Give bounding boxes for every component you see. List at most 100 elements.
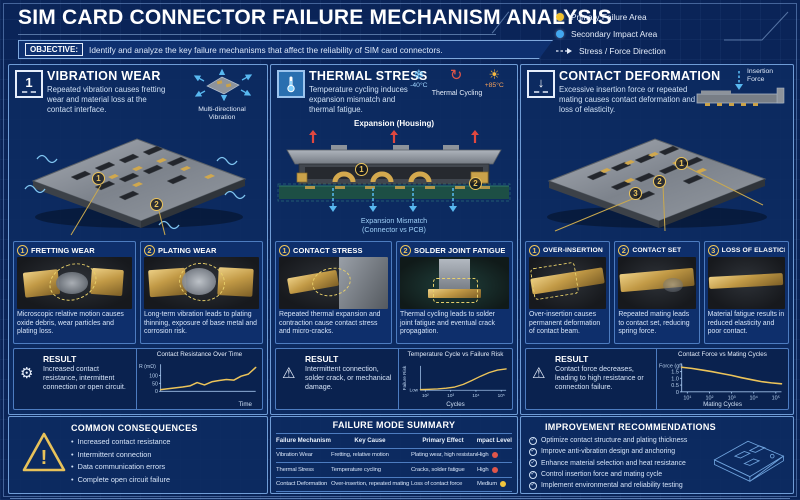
consequence-list: •Increased contact resistance •Intermitt… xyxy=(71,436,170,486)
result-box-vibration: ⚙ RESULT Increased contact resistance, i… xyxy=(13,348,263,410)
svg-text:Force (gf): Force (gf) xyxy=(659,363,683,369)
list-item: ✓Enhance material selection and heat res… xyxy=(529,459,686,468)
thermometer-badge-icon xyxy=(277,70,305,98)
gear-warning-icon: ⚙ xyxy=(20,365,34,382)
connector-blueprint-icon xyxy=(713,440,785,482)
failure-marker-2: 2 xyxy=(150,198,163,211)
connector-photo-thermal: Expansion (Housing) xyxy=(275,119,513,237)
fretting-wear-photo xyxy=(17,257,132,309)
svg-text:10⁵: 10⁵ xyxy=(498,393,505,398)
solder-joint-photo xyxy=(400,257,509,309)
legend-item-primary: Primary Failure Area xyxy=(556,8,666,25)
warning-triangle-icon: ⚠ xyxy=(282,365,296,382)
loss-of-elasticity-photo xyxy=(707,257,785,309)
list-item: •Intermittent connection xyxy=(71,449,152,459)
warning-triangle-icon: ⚠ xyxy=(532,365,546,382)
check-circle-icon: ✓ xyxy=(529,481,537,490)
svg-text:0: 0 xyxy=(155,389,158,395)
cycle-arrow-icon: ↻ xyxy=(449,67,463,84)
thermal-cycling-diagram: ❄ -40°C ↻ ☀ +85°C Thermal Cycling xyxy=(410,67,504,98)
svg-text:1.5: 1.5 xyxy=(671,370,679,376)
vibration-arrows-icon xyxy=(193,68,253,102)
panel-title: THERMAL STRESS xyxy=(309,69,428,83)
legend: Primary Failure Area Secondary Impact Ar… xyxy=(556,8,666,59)
svg-text:10³: 10³ xyxy=(447,393,454,398)
check-circle-icon: ✓ xyxy=(529,447,537,456)
panel-description: Temperature cycling induces expansion mi… xyxy=(309,85,408,114)
subcard-over-insertion: 1 OVER-INSERTION Over-insertion causes p… xyxy=(525,241,611,344)
subcard-loss-of-elasticity: 3 LOSS OF ELASTICITY Material fatigue re… xyxy=(703,241,789,344)
list-item: •Complete open circuit failure xyxy=(71,474,171,484)
svg-text:10³: 10³ xyxy=(728,396,736,402)
check-circle-icon: ✓ xyxy=(529,470,537,479)
subcard-number: 1 xyxy=(279,245,290,256)
plating-wear-photo xyxy=(144,257,259,309)
svg-text:Low: Low xyxy=(409,388,418,393)
svg-text:10⁴: 10⁴ xyxy=(472,393,479,398)
subcard-number: 2 xyxy=(400,245,411,256)
list-item: •Increased contact resistance xyxy=(71,437,171,446)
check-circle-icon: ✓ xyxy=(529,436,537,445)
legend-item-secondary: Secondary Impact Area xyxy=(556,25,666,42)
page-title: SIM CARD CONNECTOR FAILURE MECHANISM ANA… xyxy=(18,6,612,29)
failure-marker-1: 1 xyxy=(92,172,105,185)
svg-text:10⁵: 10⁵ xyxy=(772,396,780,402)
check-circle-icon: ✓ xyxy=(529,459,537,468)
panel-description: Excessive insertion force or repeated ma… xyxy=(559,85,696,114)
svg-text:10⁴: 10⁴ xyxy=(749,396,758,402)
svg-text:50: 50 xyxy=(152,381,158,387)
table-row: Vibration Wear Fretting, relative motion… xyxy=(276,447,512,463)
line-chart: 0 50 100 R (mΩ) xyxy=(139,358,260,403)
svg-text:R (mΩ): R (mΩ) xyxy=(139,364,156,370)
summary-table: Failure Mechanism Key Cause Primary Effe… xyxy=(276,433,512,492)
legend-item-stress: Stress / Force Direction xyxy=(556,42,666,59)
subcard-solder-joint-fatigue: 2 SOLDER JOINT FATIGUE Thermal cycling l… xyxy=(396,241,513,344)
panel-title: CONTACT DEFORMATION xyxy=(559,69,721,83)
over-insertion-photo xyxy=(529,257,607,309)
list-item: ✓Improve anti-vibration design and ancho… xyxy=(529,447,676,456)
svg-text:100: 100 xyxy=(149,373,158,379)
dashed-arrow-icon xyxy=(556,47,572,54)
subcard-number: 1 xyxy=(17,245,28,256)
improvement-recommendations-box: IMPROVEMENT RECOMMENDATIONS ✓Optimize co… xyxy=(520,416,794,494)
connector-top-view-illustration xyxy=(24,138,247,236)
contact-set-photo xyxy=(618,257,696,309)
list-item: ✓Optimize contact structure and plating … xyxy=(529,436,688,445)
section-title: IMPROVEMENT RECOMMENDATIONS xyxy=(545,422,716,432)
panel-vibration-wear: 1 VIBRATION WEAR Repeated vibration caus… xyxy=(8,64,268,415)
subcard-contact-set: 2 CONTACT SET Repeated mating leads to c… xyxy=(614,241,700,344)
common-consequences-box: ! COMMON CONSEQUENCES •Increased contact… xyxy=(8,416,268,494)
subcard-contact-stress: 1 CONTACT STRESS Repeated thermal expans… xyxy=(275,241,392,344)
svg-text:10²: 10² xyxy=(422,393,429,398)
objective-text: Identify and analyze the key failure mec… xyxy=(89,44,443,55)
expansion-label: Expansion (Housing) xyxy=(354,119,434,128)
title-underline xyxy=(18,34,496,35)
subcard-number: 2 xyxy=(144,245,155,256)
mismatch-label: Expansion Mismatch (Connector vs PCB) xyxy=(360,216,428,234)
result-box-deformation: ⚠ RESULT Contact force decreases, leadin… xyxy=(525,348,789,410)
recommendation-list: ✓Optimize contact structure and plating … xyxy=(529,435,705,491)
impact-level-dot xyxy=(491,452,498,459)
section-title: COMMON CONSEQUENCES xyxy=(71,423,198,433)
subcard-plating-wear: 2 PLATING WEAR Long-term vibration leads… xyxy=(140,241,263,344)
failure-marker-1: 1 xyxy=(675,157,688,170)
snowflake-icon: ❄ xyxy=(413,67,425,82)
objective-bar: OBJECTIVE: Identify and analyze the key … xyxy=(18,40,553,59)
subcard-number: 3 xyxy=(707,245,719,256)
connector-front-view-illustration xyxy=(277,130,511,212)
failure-marker-2: 2 xyxy=(469,177,482,190)
page-baseline xyxy=(10,498,790,499)
table-header-row: Failure Mechanism Key Cause Primary Effe… xyxy=(276,433,512,448)
svg-text:10¹: 10¹ xyxy=(683,396,691,402)
impact-level-dot xyxy=(500,481,507,488)
subcard-number: 2 xyxy=(618,245,630,256)
section-title: FAILURE MODE SUMMARY xyxy=(332,420,456,430)
objective-label: OBJECTIVE: xyxy=(25,43,83,56)
table-row: Contact Deformation Over-insertion, repe… xyxy=(276,476,512,492)
